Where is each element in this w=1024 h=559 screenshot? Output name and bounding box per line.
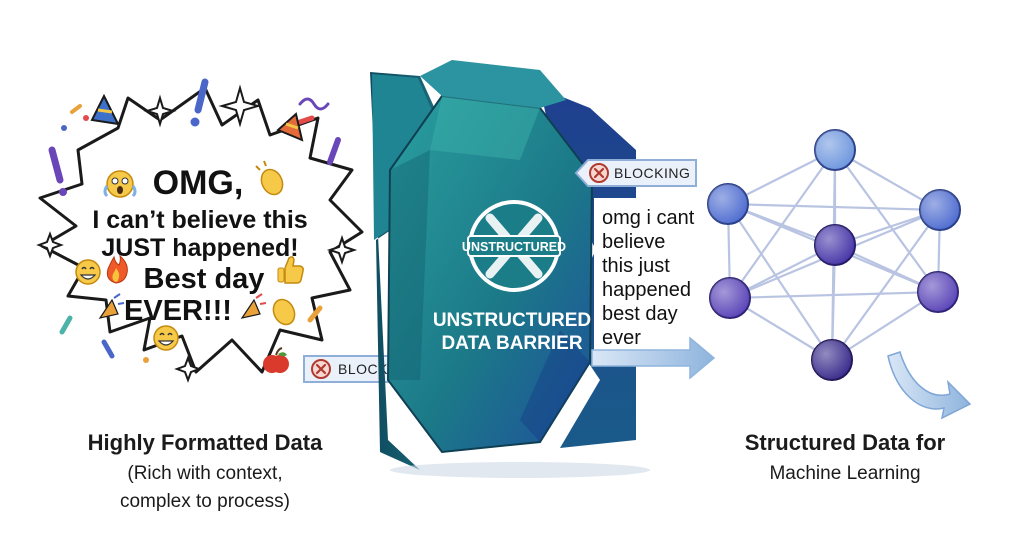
unstructured-badge: UNSTRUCTURED — [462, 200, 566, 292]
party-popper-icon — [98, 293, 125, 319]
barrier-facet — [420, 60, 566, 108]
barrier-shadow — [390, 462, 650, 478]
left-caption-line-2: complex to process) — [119, 491, 290, 512]
exclamation-icon — [48, 146, 64, 184]
speech-burst: OMG, I can’t believe this JUST happened!… — [36, 78, 364, 383]
exclamation-icon — [194, 78, 209, 114]
burst-line-5: EVER!!! — [124, 295, 232, 327]
confetti-dot — [83, 115, 89, 121]
plain-text-line: best day — [602, 303, 678, 325]
sparkle-icon — [143, 94, 177, 128]
network-node — [707, 183, 749, 225]
blocking-tag-right: BLOCKING — [574, 159, 697, 187]
x-circle-icon — [589, 163, 609, 183]
confetti-swirl — [298, 97, 330, 111]
right-caption-line-1: Machine Learning — [769, 463, 921, 484]
blocking-label: BLOCKING — [614, 165, 690, 181]
badge-label: UNSTRUCTURED — [462, 240, 566, 254]
neural-network — [707, 129, 961, 381]
barrier-facet — [520, 330, 590, 442]
flow-arrow-right — [591, 336, 716, 380]
curved-arrow — [887, 351, 972, 420]
grin-emoji-icon — [75, 259, 101, 285]
network-node — [814, 129, 856, 171]
party-hat-icon — [90, 93, 120, 126]
left-caption-title: Highly Formatted Data — [87, 430, 323, 455]
sparkle-icon — [326, 234, 358, 266]
confetti-piece — [59, 315, 73, 335]
barrier-left-face — [372, 74, 436, 240]
exclamation-dot — [190, 117, 200, 127]
confetti-piece — [101, 339, 115, 359]
burst-line-4: Best day — [144, 263, 265, 295]
left-caption: Highly Formatted Data (Rich with context… — [40, 430, 370, 516]
barrier-facet — [388, 150, 430, 380]
fire-emoji-icon — [106, 254, 128, 284]
confetti-dot — [61, 125, 67, 131]
confetti-piece — [297, 115, 315, 125]
thumbs-up-emoji-icon — [277, 256, 304, 284]
clap-emoji-icon — [255, 160, 284, 196]
network-node — [917, 271, 959, 313]
barrier-title-line-2: DATA BARRIER — [441, 333, 582, 354]
right-caption: Structured Data for Machine Learning — [700, 430, 990, 488]
network-node — [814, 224, 856, 266]
scream-emoji-icon — [103, 170, 137, 198]
party-popper-icon — [240, 293, 267, 319]
apple-icon — [263, 347, 289, 373]
grin-emoji-icon — [153, 325, 179, 351]
right-caption-title: Structured Data for — [744, 430, 946, 455]
sparkle-icon — [174, 355, 202, 383]
network-node — [919, 189, 961, 231]
confetti-decor — [36, 78, 358, 383]
burst-line-2: I can’t believe this — [92, 206, 307, 234]
party-hat-icon — [276, 112, 304, 142]
confetti-piece — [70, 104, 82, 114]
network-node — [709, 277, 751, 319]
x-circle-icon — [311, 359, 331, 379]
plain-text-panel — [594, 198, 700, 350]
confetti-dot — [143, 357, 149, 363]
exclamation-dot — [59, 188, 67, 196]
barrier-facet — [430, 96, 540, 160]
network-node — [811, 339, 853, 381]
plain-text-line: believe — [602, 231, 665, 253]
burst-line-1: OMG, — [153, 164, 244, 202]
plain-text-line: omg i cant — [602, 207, 695, 229]
plain-text-line: this just — [602, 255, 670, 277]
plain-text-line: ever — [602, 327, 641, 349]
clap-emoji-icon — [272, 298, 296, 326]
exclamation-icon — [327, 137, 341, 165]
burst-line-3: JUST happened! — [101, 234, 298, 262]
sparkle-icon — [218, 84, 262, 128]
confetti-piece — [307, 305, 323, 323]
plain-text-line: happened — [602, 279, 691, 301]
barrier-title-line-1: UNSTRUCTURED — [433, 310, 591, 331]
left-caption-line-1: (Rich with context, — [127, 463, 283, 484]
sparkle-icon — [36, 231, 64, 259]
plain-text-output: omg i cant believe this just happened be… — [594, 198, 700, 350]
